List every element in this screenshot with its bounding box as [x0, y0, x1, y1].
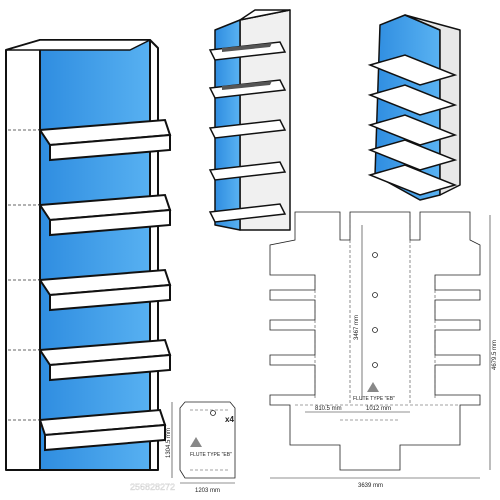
shelf-part-hole: [210, 410, 216, 416]
dieline-hooks: [372, 252, 378, 368]
flute-warning-icon: [367, 382, 379, 392]
dieline-flute-label: FLUTE TYPE "EB": [353, 396, 395, 402]
dim-side-width: 810.5 mm: [315, 406, 342, 412]
middle-stand-shelves: [208, 41, 287, 223]
large-stand-fold-lines: [8, 129, 40, 421]
dim-center-width: 1012 mm: [366, 406, 391, 412]
dim-shelf-width: 1203 mm: [195, 488, 220, 494]
dim-inner-height: 3467 mm: [354, 315, 360, 340]
dim-total-width: 3639 mm: [358, 483, 383, 489]
watermark-id: 256828272: [130, 482, 175, 492]
shelf-part-flat: [179, 401, 236, 479]
dim-total-height: 4679.5 mm: [492, 340, 498, 370]
middle-stand-shelf-tops: [222, 43, 272, 90]
shelf-part-quantity: x4: [225, 415, 234, 424]
shelf-flute-label: FLUTE TYPE "EB": [190, 452, 232, 458]
dieline-flat: [269, 211, 481, 471]
shelf-dimension-lines: [171, 402, 235, 484]
dieline-fold-lines: [295, 215, 460, 421]
shelf-part-fold-lines: [190, 409, 228, 471]
dieline-dimension-lines: [270, 215, 491, 479]
large-stand: [5, 39, 159, 471]
shelf-flute-warning-icon: [190, 437, 202, 447]
large-stand-shelves: [38, 118, 172, 452]
right-stand-shelves: [367, 54, 458, 196]
dim-shelf-height: 1304.5 mm: [166, 428, 172, 458]
